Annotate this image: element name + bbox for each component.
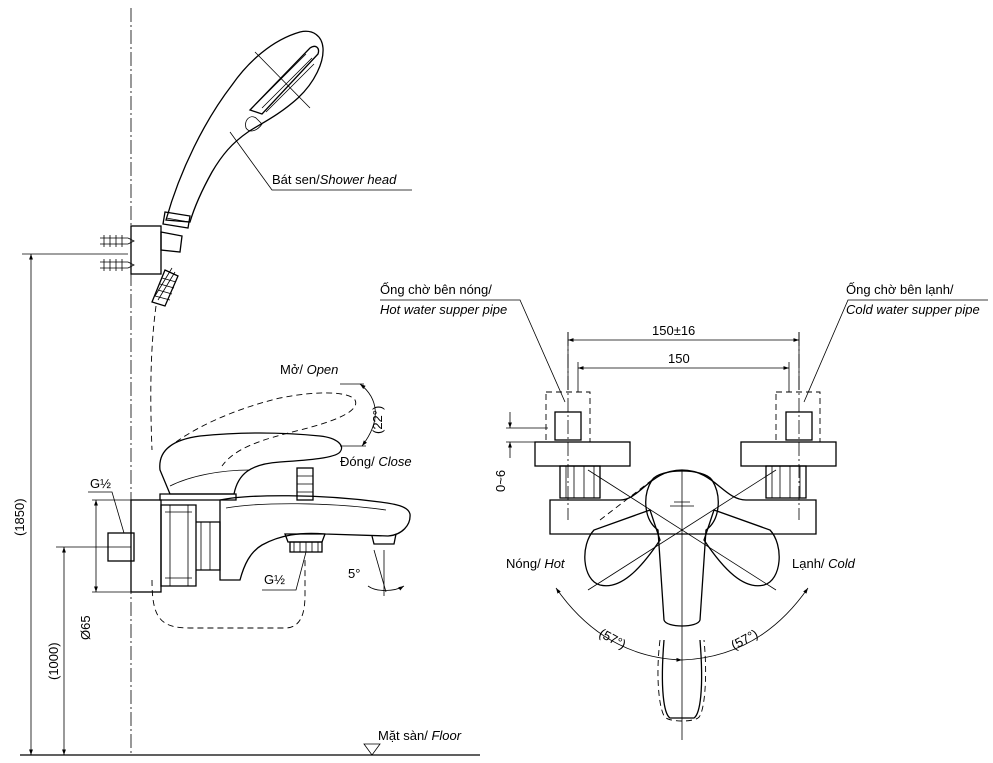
faucet-body (219, 467, 411, 581)
outlet-height-label: (1000) (46, 642, 61, 680)
floor-label: Mặt sàn/ Floor (378, 728, 462, 743)
thread-bottom-label: G½ (264, 572, 285, 587)
pipe-span-label: 150 (668, 351, 690, 366)
lever-handle (159, 392, 357, 501)
hot-pipe-label-vi: Ống chờ bên nóng/ (380, 282, 492, 297)
thread-top-label: G½ (90, 476, 111, 491)
cold-label: Lạnh/ Cold (792, 556, 856, 571)
shower-head (162, 30, 324, 229)
floor-level-symbol (363, 743, 381, 756)
spout-angle-label: 5° (348, 566, 360, 581)
hot-pipe-label-en: Hot water supper pipe (380, 302, 507, 317)
handle-angle-label: (22°) (370, 406, 385, 434)
rotate-right-label: (57°) (728, 626, 760, 653)
side-view (20, 8, 480, 756)
wall-mount (107, 499, 221, 593)
rotate-left-label: (57°) (597, 625, 629, 652)
wall-bracket (100, 225, 183, 275)
hot-label: Nóng/ Hot (506, 556, 566, 571)
diameter-label: Ø65 (78, 615, 93, 640)
shower-hose (150, 267, 306, 629)
cold-pipe-label-vi: Ống chờ bên lạnh/ (846, 282, 954, 297)
total-height-label: (1850) (12, 498, 27, 536)
open-label: Mở/ Open (280, 362, 338, 377)
close-label: Đóng/ Close (340, 454, 412, 469)
cold-pipe-label-en: Cold water supper pipe (846, 302, 980, 317)
front-view (380, 299, 988, 740)
pipe-span-tol-label: 150±16 (652, 323, 695, 338)
shower-head-label: Bát sen/Shower head (272, 172, 397, 187)
lever-top-view (584, 469, 780, 740)
offset-label: 0~6 (493, 470, 508, 492)
